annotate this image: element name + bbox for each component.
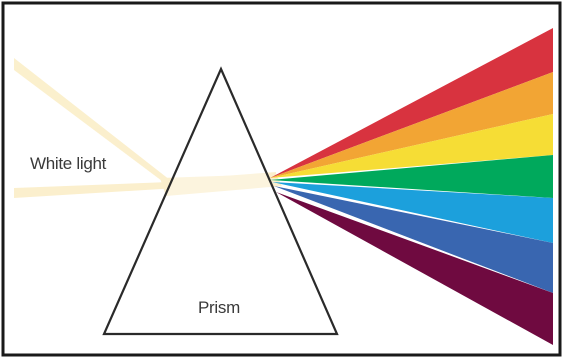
- white-light-label: White light: [30, 154, 106, 174]
- prism-label: Prism: [198, 298, 240, 318]
